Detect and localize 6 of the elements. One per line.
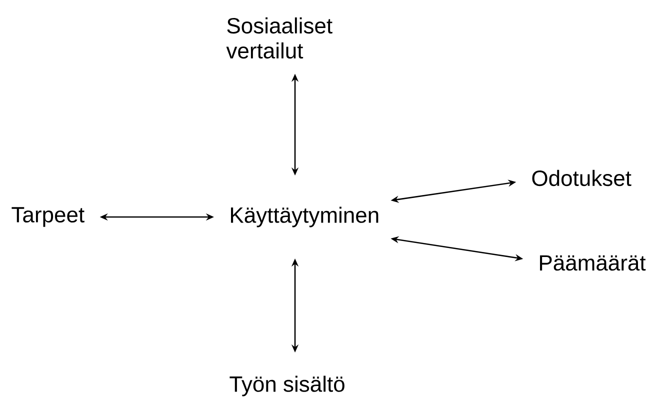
node-text: Työn sisältö [230,376,344,396]
node-text: Tarpeet [12,207,84,227]
node-text: Päämäärät [540,255,646,271]
node-text: Odotukset [532,170,632,186]
node-text: Sosiaaliset vertailut [226,17,332,59]
node-text: Käyttäytyminen [231,206,378,228]
